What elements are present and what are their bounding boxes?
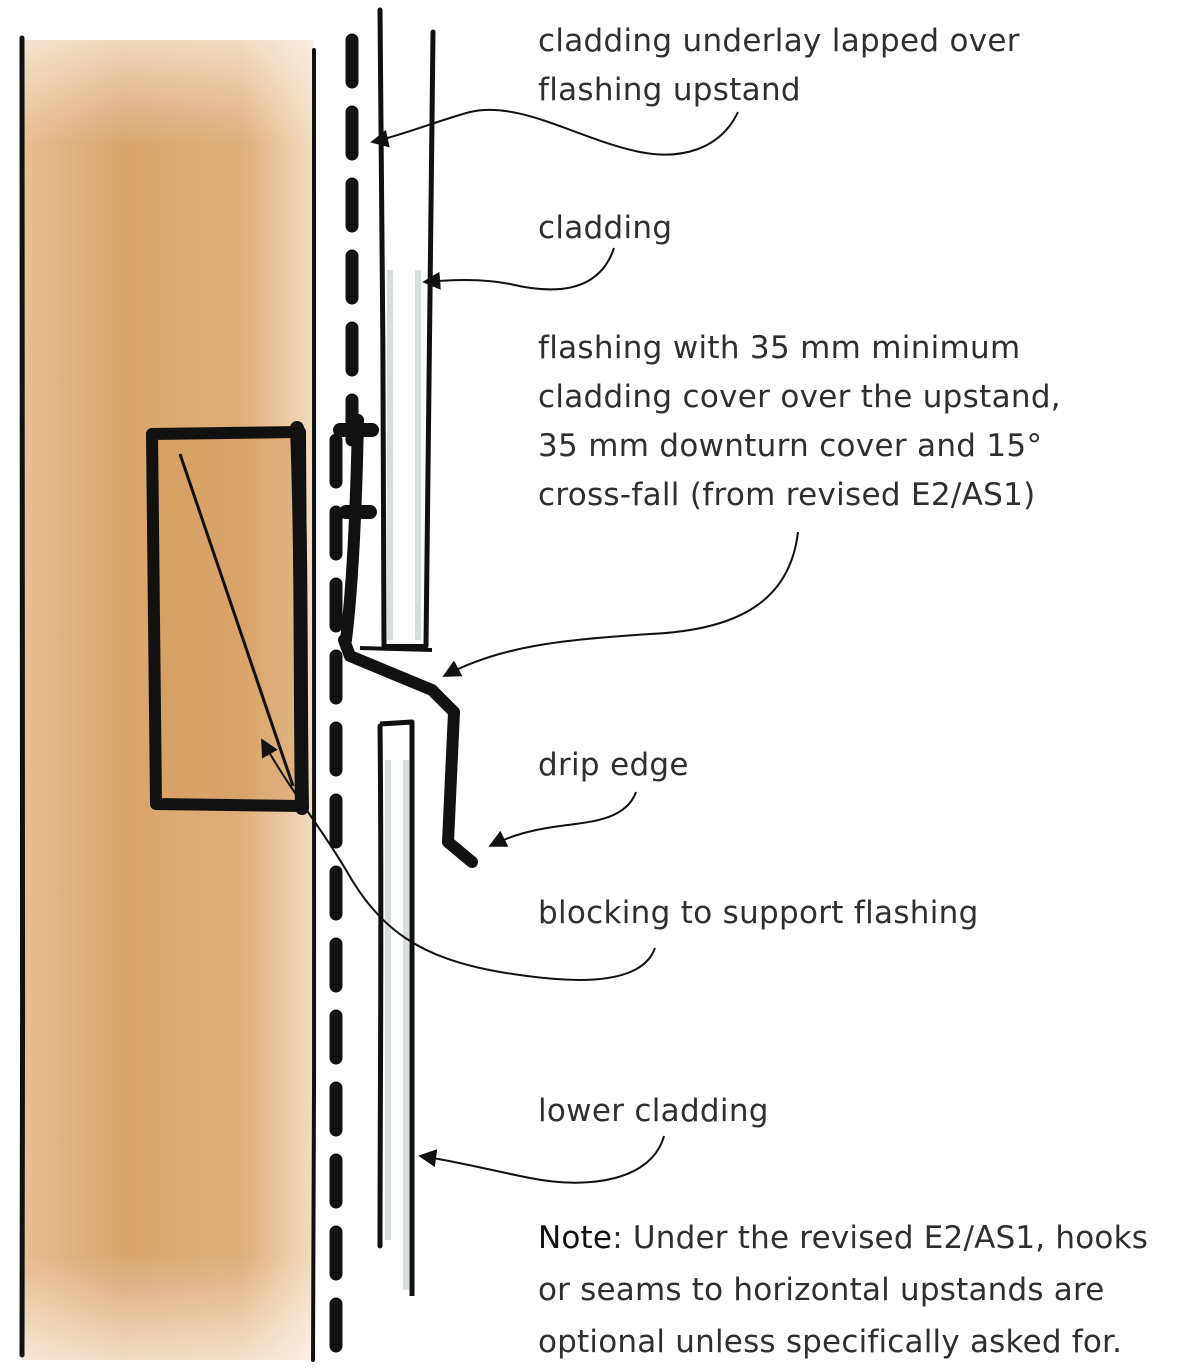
label-underlay-line-1: cladding underlay lapped over: [538, 23, 1020, 59]
note-line-3: optional unless specifically asked for.: [538, 1324, 1123, 1360]
cladding-underlay: [329, 33, 379, 1362]
label-flashing-line-3: 35 mm downturn cover and 15°: [538, 428, 1043, 464]
leader-cladding: [422, 247, 615, 291]
label-flashing: flashing with 35 mm minimum cladding cov…: [538, 324, 1061, 520]
label-cladding-text: cladding: [538, 210, 673, 246]
leader-blocking: [261, 738, 656, 981]
label-underlay-line-2: flashing upstand: [538, 72, 801, 108]
flashing: [338, 634, 478, 868]
lower-cladding: [377, 719, 415, 1296]
label-blocking-text: blocking to support flashing: [538, 895, 979, 931]
label-drip-edge: drip edge: [538, 741, 689, 790]
label-blocking: blocking to support flashing: [538, 889, 979, 938]
label-lower-cladding: lower cladding: [538, 1087, 769, 1136]
leader-underlay: [370, 108, 739, 156]
note-heading: Note: [538, 1220, 613, 1256]
label-underlay: cladding underlay lapped over flashing u…: [538, 17, 1020, 115]
note-line-2: or seams to horizontal upstands are: [538, 1272, 1105, 1308]
label-flashing-line-1: flashing with 35 mm minimum: [538, 330, 1021, 366]
note-text-1: : Under the revised E2/AS1, hooks: [612, 1220, 1149, 1256]
note-block: Note: Under the revised E2/AS1, hooks or…: [538, 1212, 1148, 1368]
leader-flashing: [442, 531, 799, 677]
blocking: [146, 421, 309, 815]
label-cladding: cladding: [538, 204, 672, 253]
leader-lines: [261, 108, 799, 1184]
note-line-1: Note: Under the revised E2/AS1, hooks: [538, 1212, 1148, 1264]
upper-cladding: [377, 7, 436, 649]
leader-drip-edge: [488, 791, 637, 847]
label-drip-edge-text: drip edge: [538, 747, 689, 783]
label-lower-cladding-text: lower cladding: [538, 1093, 769, 1129]
label-flashing-line-4: cross-fall (from revised E2/AS1): [538, 477, 1036, 513]
label-flashing-line-2: cladding cover over the upstand,: [538, 379, 1061, 415]
leader-lower-cladding: [418, 1135, 665, 1184]
